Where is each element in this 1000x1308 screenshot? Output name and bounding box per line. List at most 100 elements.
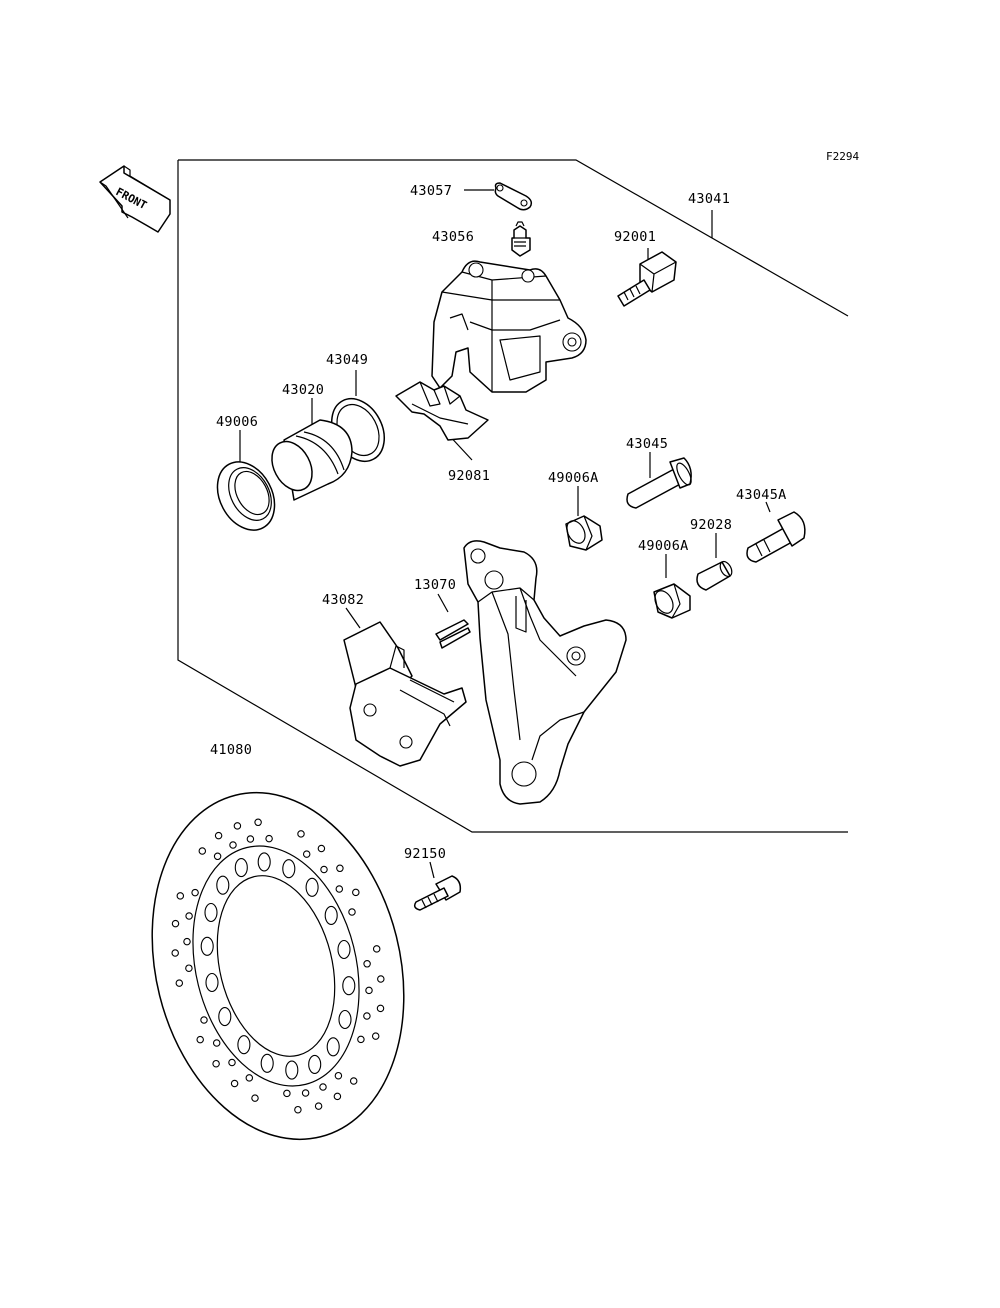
bleeder-cap-43057 bbox=[494, 182, 533, 211]
part-labels: 43057 43056 43041 92001 43049 43020 4900… bbox=[210, 183, 787, 862]
disc-drill-hole bbox=[320, 865, 328, 874]
label-49006A-lower: 49006A bbox=[638, 538, 689, 554]
disc-drill-hole bbox=[371, 1032, 380, 1040]
disc-vent-hole bbox=[234, 858, 248, 878]
disc-vent-hole bbox=[282, 859, 296, 879]
disc-vent-hole bbox=[324, 905, 338, 925]
disc-drill-hole bbox=[171, 919, 180, 928]
disc-drill-hole bbox=[357, 1035, 365, 1044]
label-92081: 92081 bbox=[448, 468, 490, 484]
disc-drill-hole bbox=[365, 986, 373, 995]
disc-vent-hole bbox=[285, 1060, 299, 1080]
disc-vent-hole bbox=[205, 972, 219, 993]
disc-drill-hole bbox=[334, 1071, 343, 1080]
disc-drill-hole bbox=[335, 885, 344, 893]
sleeve-92028 bbox=[696, 560, 733, 591]
brake-pad-set-43082 bbox=[343, 621, 467, 767]
disc-vent-hole bbox=[260, 1053, 274, 1073]
disc-drill-hole bbox=[191, 888, 199, 897]
disc-drill-hole bbox=[228, 1058, 236, 1067]
disc-vent-hole bbox=[200, 936, 214, 956]
disc-drill-hole bbox=[214, 831, 223, 840]
disc-drill-hole bbox=[171, 949, 179, 957]
disc-drill-hole bbox=[376, 1004, 385, 1013]
label-92028: 92028 bbox=[690, 517, 732, 533]
label-92150: 92150 bbox=[404, 846, 446, 862]
label-43041: 43041 bbox=[688, 191, 730, 207]
figure-code: F2294 bbox=[826, 150, 859, 163]
disc-vent-hole bbox=[218, 1007, 232, 1027]
pin-boot-49006A-lower bbox=[653, 583, 691, 619]
disc-drill-hole bbox=[333, 1092, 342, 1101]
label-13070: 13070 bbox=[414, 577, 456, 593]
label-43057: 43057 bbox=[410, 183, 452, 199]
disc-drill-hole bbox=[233, 822, 242, 830]
disc-drill-hole bbox=[317, 844, 326, 853]
disc-vent-hole bbox=[204, 902, 218, 923]
label-43045A: 43045A bbox=[736, 487, 787, 503]
disc-vent-hole bbox=[337, 939, 351, 960]
disc-drill-hole bbox=[196, 1035, 204, 1044]
caliper-bracket bbox=[463, 540, 627, 805]
label-43045: 43045 bbox=[626, 436, 668, 452]
disc-drill-hole bbox=[185, 964, 193, 972]
disc-drill-hole bbox=[336, 864, 344, 873]
slide-pin-43045A bbox=[746, 511, 806, 563]
pad-shim-13070 bbox=[435, 619, 471, 649]
disc-drill-hole bbox=[185, 912, 193, 920]
pad-spring-92081 bbox=[395, 381, 489, 441]
bleeder-valve-43056 bbox=[511, 221, 531, 257]
disc-drill-hole bbox=[348, 908, 356, 916]
pin-boot-49006A-upper bbox=[565, 515, 603, 551]
disc-vent-hole bbox=[216, 875, 230, 895]
disc-vent-hole bbox=[338, 1009, 352, 1030]
disc-vent-hole bbox=[342, 976, 356, 996]
disc-vent-hole bbox=[305, 877, 319, 897]
disc-bolt-92150 bbox=[413, 875, 462, 911]
label-43056: 43056 bbox=[432, 229, 474, 245]
disc-drill-hole bbox=[229, 841, 237, 849]
disc-drill-hole bbox=[372, 945, 381, 953]
disc-drill-hole bbox=[254, 818, 262, 827]
disc-vent-hole bbox=[326, 1037, 340, 1057]
disc-drill-hole bbox=[251, 1094, 259, 1102]
label-49006: 49006 bbox=[216, 414, 258, 430]
label-49006A-upper: 49006A bbox=[548, 470, 599, 486]
disc-drill-hole bbox=[302, 850, 311, 858]
disc-vent-hole bbox=[308, 1054, 322, 1074]
disc-drill-hole bbox=[319, 1083, 327, 1091]
disc-drill-hole bbox=[245, 1074, 254, 1082]
disc-drill-hole bbox=[183, 937, 191, 946]
brake-disc-41080 bbox=[151, 791, 405, 1141]
label-92001: 92001 bbox=[614, 229, 656, 245]
disc-drill-hole bbox=[297, 830, 305, 838]
disc-drill-hole bbox=[175, 979, 184, 987]
label-43020: 43020 bbox=[282, 382, 324, 398]
disc-drill-hole bbox=[283, 1089, 291, 1098]
disc-drill-hole bbox=[363, 1012, 371, 1020]
slide-pin-43045 bbox=[626, 457, 692, 509]
disc-drill-hole bbox=[246, 835, 255, 843]
disc-vent-hole bbox=[257, 852, 271, 872]
assembly-outline bbox=[177, 159, 849, 833]
disc-drill-hole bbox=[352, 888, 360, 897]
disc-drill-hole bbox=[294, 1105, 302, 1114]
disc-drill-hole bbox=[213, 852, 222, 861]
disc-drill-hole bbox=[265, 834, 273, 843]
disc-drill-hole bbox=[212, 1039, 221, 1047]
disc-drill-hole bbox=[314, 1102, 323, 1110]
label-43049: 43049 bbox=[326, 352, 368, 368]
bolt-92001 bbox=[617, 251, 677, 307]
disc-drill-hole bbox=[230, 1079, 239, 1088]
disc-drill-hole bbox=[200, 1016, 208, 1024]
caliper-body bbox=[431, 260, 587, 393]
disc-drill-hole bbox=[363, 960, 371, 968]
disc-drill-hole bbox=[212, 1059, 220, 1068]
disc-vent-hole bbox=[237, 1035, 251, 1055]
disc-drill-hole bbox=[198, 847, 207, 855]
disc-drill-hole bbox=[349, 1077, 358, 1085]
label-41080: 41080 bbox=[210, 742, 252, 758]
disc-drill-hole bbox=[377, 975, 385, 983]
piston-43020 bbox=[271, 419, 353, 501]
